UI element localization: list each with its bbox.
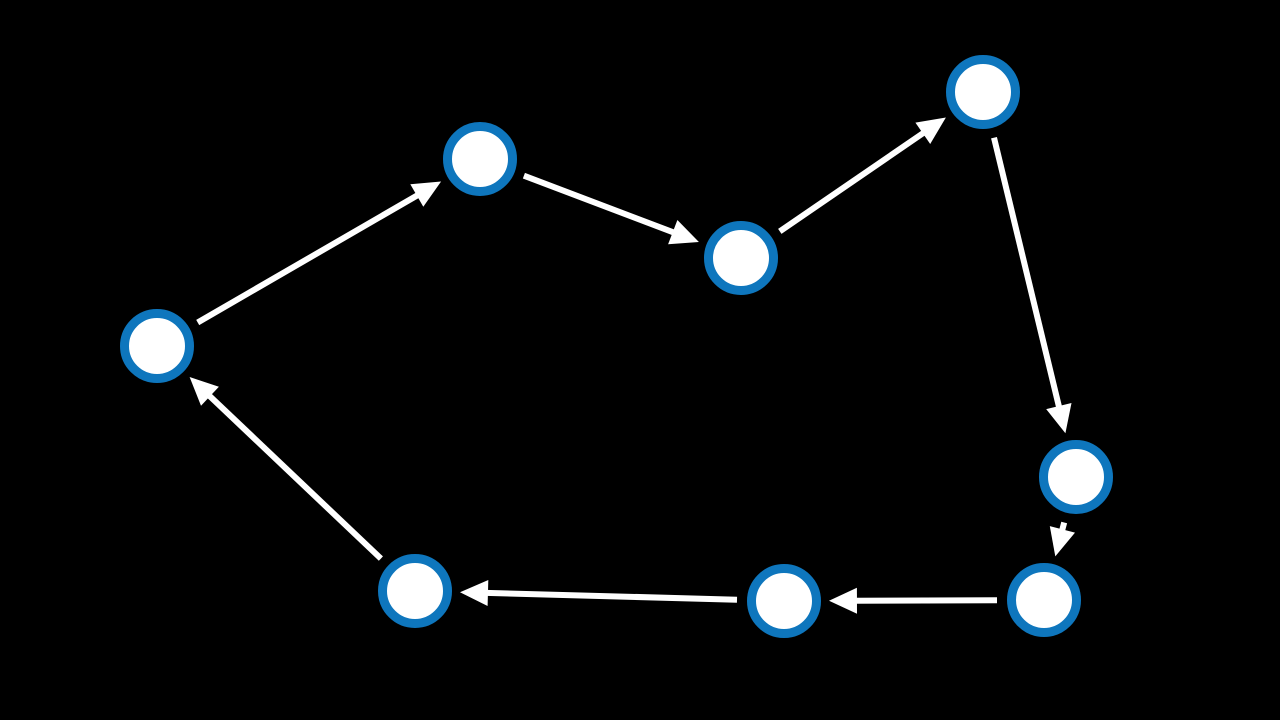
connector-bottom-left-to-left[interactable] [189, 377, 383, 561]
nodes-layer [120, 55, 1113, 638]
arrowhead-icon [915, 117, 946, 144]
graph-node-bottom-right[interactable] [1007, 563, 1081, 637]
connector-shaft [854, 597, 998, 604]
edges-layer [189, 117, 1075, 614]
graph-node-top-left[interactable] [443, 122, 517, 196]
arrowhead-icon [460, 580, 489, 606]
connector-top-left-to-top-center[interactable] [522, 172, 699, 245]
connector-top-right-to-right[interactable] [991, 136, 1072, 434]
arrowhead-icon [410, 181, 442, 207]
graph-node-bottom-middle[interactable] [747, 564, 821, 638]
arrowhead-icon [1049, 526, 1075, 557]
graph-node-top-center[interactable] [704, 221, 778, 295]
connector-shaft [778, 129, 927, 234]
connector-top-center-to-top-right[interactable] [778, 117, 946, 234]
connector-left-to-top-left[interactable] [196, 181, 442, 326]
connector-right-to-bottom-right[interactable] [1049, 521, 1075, 557]
connector-bottom-right-to-bottom-middle[interactable] [829, 587, 998, 614]
connector-shaft [522, 172, 676, 236]
connector-shaft [206, 392, 383, 561]
arrowhead-icon [829, 587, 857, 614]
connector-bottom-middle-to-bottom-left[interactable] [460, 580, 738, 606]
graph-node-top-right[interactable] [946, 55, 1020, 129]
graph-node-right[interactable] [1039, 440, 1113, 514]
connector-shaft [485, 589, 738, 603]
connector-shaft [991, 136, 1063, 409]
graph-node-bottom-left[interactable] [378, 554, 452, 628]
graph-node-left[interactable] [120, 309, 194, 383]
arrowhead-icon [1046, 403, 1072, 434]
arrowhead-icon [189, 377, 219, 406]
arrowhead-icon [668, 220, 699, 245]
connector-shaft [196, 192, 421, 326]
